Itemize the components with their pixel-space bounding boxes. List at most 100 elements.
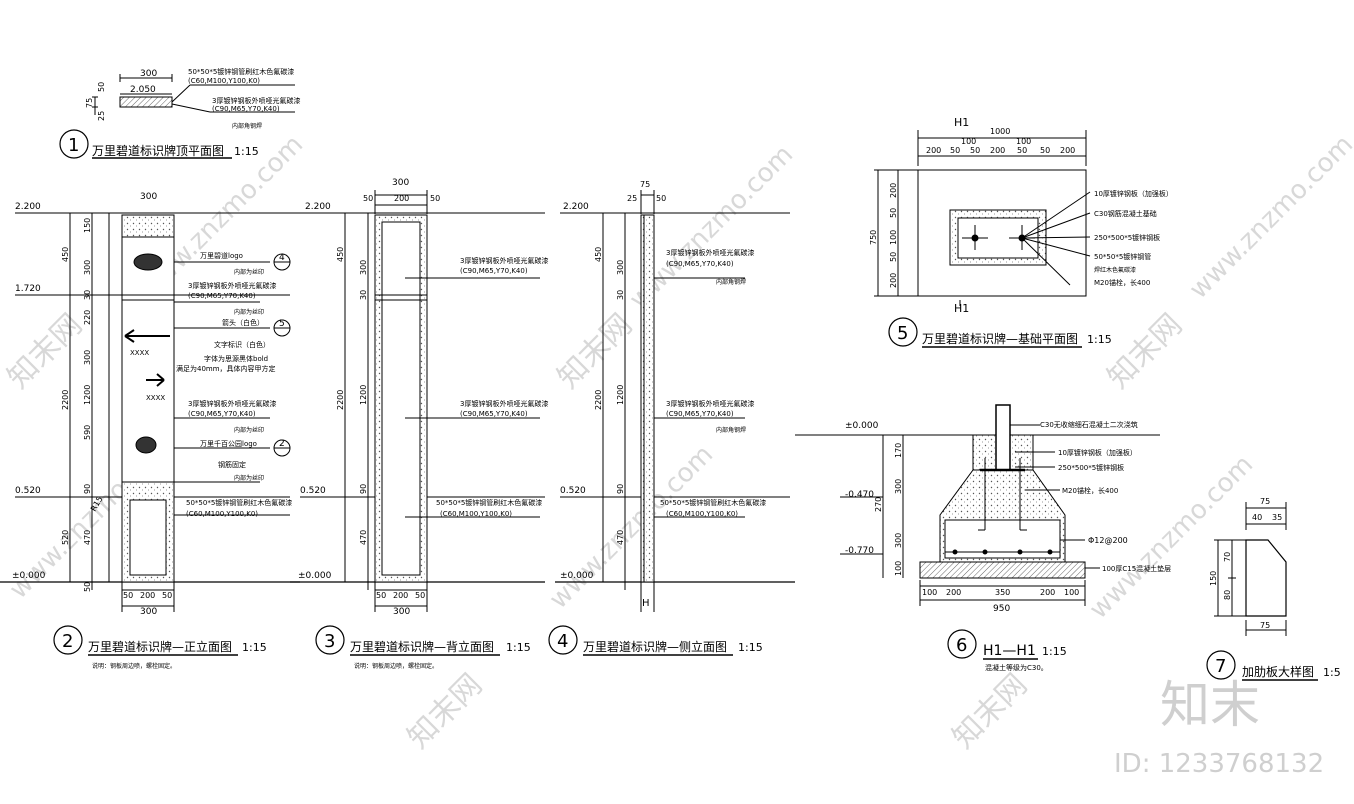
v4-scale: 1:15: [738, 641, 763, 654]
v1-note: 3厚镀锌钢板外喷哑光氟碳漆: [212, 96, 300, 105]
v2-note: 内部为丝印: [234, 268, 264, 276]
v4-dim: 30: [616, 290, 625, 300]
v6-number: 6: [956, 635, 967, 656]
v2-number: 2: [62, 631, 73, 652]
v2-dim: 50: [83, 582, 92, 592]
watermark-cn: 知末网: [1, 307, 89, 395]
v4-level: 0.520: [560, 486, 586, 496]
v2-level: 2.200: [15, 202, 41, 212]
v5-dim: 50: [889, 208, 898, 218]
v1-dim: 300: [140, 69, 157, 79]
v2-dim: 520: [61, 530, 70, 545]
v4-dim: 25: [627, 194, 637, 203]
v5-dim: 750: [869, 230, 878, 245]
v5-note: 焊红木色氟碳漆: [1094, 266, 1136, 274]
v2-note: 内部为丝印: [234, 308, 264, 316]
v4-level: ±0.000: [560, 571, 594, 581]
brand-watermark: 知末 ID: 1233768132: [1114, 676, 1324, 779]
v1-note: (C60,M100,Y100,K0): [188, 77, 260, 85]
view-3-back-elevation: [290, 190, 545, 612]
v7-number: 7: [1215, 656, 1226, 677]
v6-title: H1—H1: [983, 643, 1036, 659]
v6-note: 100厚C15混凝土垫层: [1102, 564, 1171, 573]
v7-dim: 150: [1209, 571, 1218, 586]
view-7-rib-plate: [1214, 502, 1287, 636]
v2-note: 50*50*5镀锌钢管刷红木色氟碳漆: [186, 498, 292, 507]
v3-dim: 300: [359, 260, 368, 275]
v2-note-caption: 说明：钢板周边喷，螺栓固定。: [92, 662, 176, 670]
watermark-cn: 知末网: [1101, 307, 1189, 395]
v6-dim: 170: [894, 443, 903, 458]
v2-dim: 200: [140, 591, 155, 600]
v2-title: 万里碧道标识牌—正立面图: [88, 639, 232, 654]
v5-dim: 100: [889, 230, 898, 245]
v5-dim: 50: [950, 146, 960, 155]
v2-note: 钢筋固定: [218, 460, 246, 469]
v3-dim: 50: [430, 194, 440, 203]
v5-note: M20锚栓，长400: [1094, 278, 1150, 287]
v7-dim: 80: [1223, 590, 1232, 600]
v3-dim: 300: [392, 178, 409, 188]
v1-note: (C90,M65,Y70,K40): [212, 105, 280, 113]
v2-dim: 1200: [83, 385, 92, 405]
v7-title: 加肋板大样图: [1242, 664, 1314, 679]
v1-number: 1: [68, 135, 79, 156]
v5-number: 5: [897, 323, 908, 344]
v5-section: H1: [954, 302, 969, 315]
v3-dim: 450: [336, 247, 345, 262]
v5-note: C30钢筋混凝土基础: [1094, 209, 1157, 218]
v2-xxxx: XXXX: [146, 394, 165, 402]
v2-note: 字体为思源黑体bold: [204, 354, 268, 363]
v3-level: 2.200: [305, 202, 331, 212]
view-5-foundation-plan: [874, 130, 1091, 306]
view-2-front-elevation: [0, 212, 300, 612]
v6-note: 250*500*5镀锌钢板: [1058, 463, 1124, 472]
v2-level: 1.720: [15, 284, 41, 294]
v7-dim: 70: [1223, 552, 1232, 562]
v2-dim: 50: [162, 591, 172, 600]
v1-note: 内部角钢焊: [232, 122, 262, 130]
v5-note: 50*50*5镀锌钢管: [1094, 252, 1151, 261]
v2-dim: 300: [140, 607, 157, 617]
v2-tag: 2: [279, 439, 285, 449]
v6-dim: 300: [894, 479, 903, 494]
v4-dim: 50: [656, 194, 666, 203]
image-id: ID: 1233768132: [1114, 749, 1324, 779]
v3-dim: 200: [393, 591, 408, 600]
v5-title: 万里碧道标识牌—基础平面图: [922, 332, 1078, 346]
v2-dim: 300: [140, 192, 157, 202]
v4-note: 50*50*5镀锌钢管刷红木色氟碳漆: [660, 498, 766, 507]
v6-dim: 200: [1040, 588, 1055, 597]
v1-dim: 25: [97, 111, 106, 121]
v5-section: H1: [954, 116, 969, 129]
v6-dim: 200: [946, 588, 961, 597]
v2-dim: 220: [83, 310, 92, 325]
v3-dim: 300: [393, 607, 410, 617]
v2-scale: 1:15: [242, 641, 267, 654]
v6-dim: 270: [874, 497, 883, 512]
v7-dim: 75: [1260, 497, 1270, 506]
v2-dim: 590: [83, 425, 92, 440]
v7-title-block: 7 加肋板大样图 1:5: [1206, 650, 1341, 681]
v3-title-block: 3 万里碧道标识牌—背立面图 1:15 说明：钢板周边喷，螺栓固定。: [315, 625, 531, 670]
v2-note: 3厚镀锌钢板外喷哑光氟碳漆: [188, 281, 276, 290]
v3-level: ±0.000: [298, 571, 332, 581]
v5-dim: 100: [961, 137, 976, 146]
v6-level: -0.770: [845, 546, 874, 556]
v7-scale: 1:5: [1323, 666, 1341, 679]
view-1-top-plan: [92, 74, 295, 115]
v2-dim: 300: [83, 350, 92, 365]
v4-dim: 450: [594, 247, 603, 262]
v3-level: 0.520: [300, 486, 326, 496]
v2-level: ±0.000: [12, 571, 46, 581]
v2-level: 0.520: [15, 486, 41, 496]
v3-dim: 1200: [359, 385, 368, 405]
v1-dim: 50: [97, 82, 106, 92]
v1-note: 50*50*5镀锌钢管刷红木色氟碳漆: [188, 67, 294, 76]
v6-note: 10厚镀锌钢板（加强板）: [1058, 448, 1137, 457]
v2-tag: 4: [279, 253, 285, 263]
v3-note: (C60,M100,Y100,K0): [440, 510, 512, 518]
v3-scale: 1:15: [506, 641, 531, 654]
v6-note: Φ12@200: [1088, 536, 1128, 545]
